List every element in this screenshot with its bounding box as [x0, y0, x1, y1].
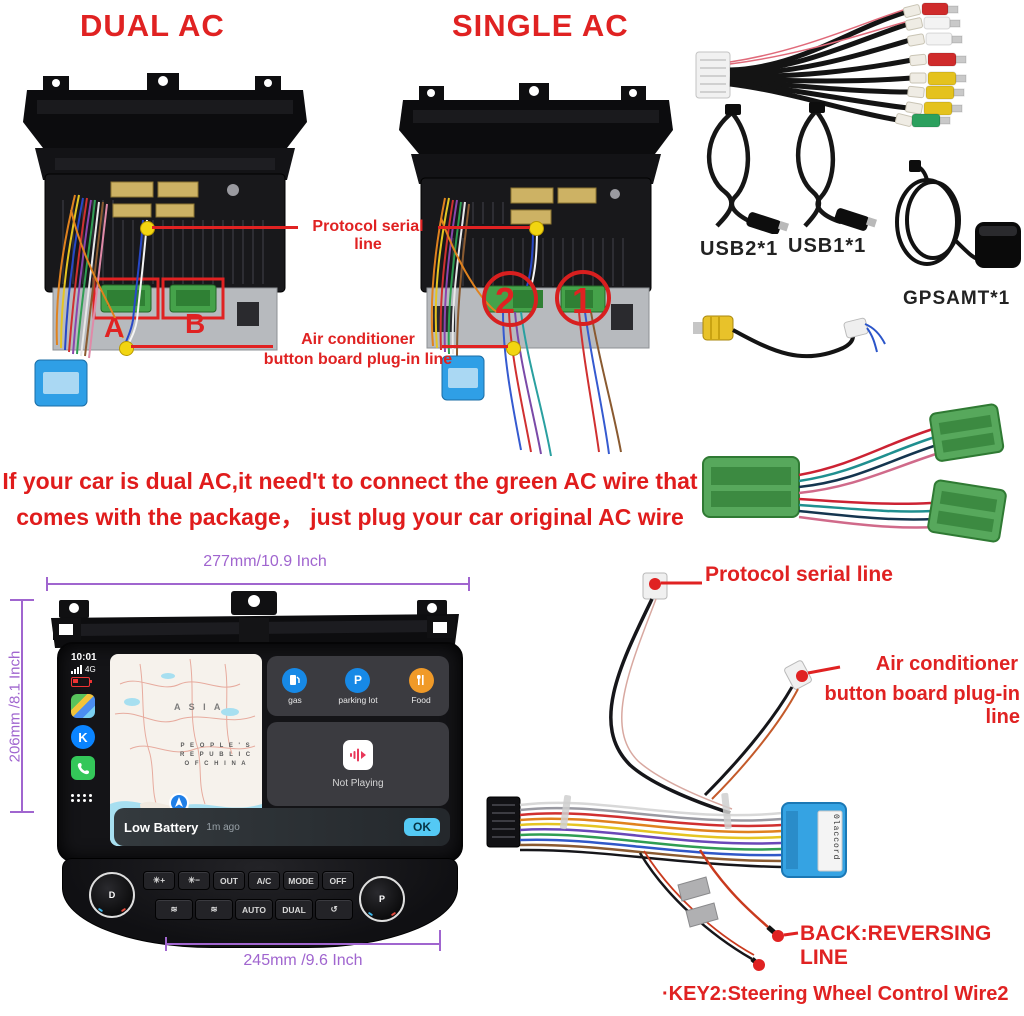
width-top-dimension-line	[46, 583, 470, 585]
single-ac-title: SINGLE AC	[452, 8, 629, 43]
low-battery-icon	[71, 677, 92, 687]
out-button: OUT	[213, 871, 245, 890]
dim-tick	[10, 599, 34, 601]
usb2-label: USB2*1	[700, 238, 779, 260]
head-unit-bracket-photo	[51, 591, 459, 648]
blue-connector-label: 0laccord	[831, 814, 840, 861]
usb1-label: USB1*1	[788, 235, 867, 257]
climate-panel-photo: D P ✳+ ✳− OUT A/C MODE OFF ≋ ≋ AUTO DUAL…	[62, 858, 458, 948]
height-left-dimension: 206mm /8.1 Inch	[6, 650, 24, 763]
food-icon	[408, 667, 434, 693]
single-ac-plug-dot	[506, 341, 521, 356]
screen-sidebar: 10:01 4G K	[71, 652, 104, 852]
ok-button: OK	[404, 818, 440, 836]
shortcut-parking: P parking lot	[338, 667, 378, 705]
mode-button: MODE	[283, 871, 319, 890]
usb-cables-photo	[706, 102, 877, 234]
protocol-callout-line-right	[438, 226, 530, 229]
ac-button: A/C	[248, 871, 280, 890]
dim-tick	[439, 930, 441, 951]
shortcut-gas: gas	[282, 667, 308, 705]
gps-label: GPSAMT*1	[903, 288, 1011, 309]
k-app-icon: K	[71, 725, 95, 749]
width-bottom-dimension: 245mm /9.6 Inch	[243, 952, 363, 969]
ac-callout-line-right	[442, 345, 508, 348]
key2-label: ·KEY2:Steering Wheel Control Wire2	[662, 983, 1009, 1005]
shortcut-food: Food	[408, 667, 434, 705]
parking-icon: P	[345, 667, 371, 693]
ac-callout-line2: button board plug-in line	[263, 351, 453, 368]
app-grid-icon	[71, 794, 104, 802]
map-country-label: P E O P L E ' S R E P U B L I C O F C H …	[180, 743, 253, 767]
map-shortcuts-card: gas P parking lot Food	[267, 656, 449, 716]
ac-label-right-line1: Air conditioner	[875, 653, 1018, 675]
left-knob: D	[89, 872, 135, 918]
right-knob: P	[359, 876, 405, 922]
music-app-icon	[343, 739, 373, 770]
protocol-callout-line-left	[152, 226, 298, 229]
connector-b-label: B	[185, 308, 206, 339]
dim-tick	[165, 937, 167, 951]
note-line1: If your car is dual AC,it need't to conn…	[2, 468, 698, 494]
recirculate-button: ↺	[315, 899, 353, 920]
network-label: 4G	[85, 665, 96, 674]
dual-button: DUAL	[275, 899, 313, 920]
green-ac-harness-photo	[702, 403, 1007, 543]
height-left-dimension-line	[21, 599, 23, 813]
ac-label-right-line2: button board plug-in line	[824, 683, 1021, 728]
off-button: OFF	[322, 871, 354, 890]
phone-app-icon	[71, 756, 95, 780]
signal-icon: 4G	[71, 665, 104, 674]
maps-app-icon	[71, 694, 95, 718]
media-status: Not Playing	[332, 777, 384, 789]
gas-icon	[282, 667, 308, 693]
low-battery-notification: Low Battery 1m ago OK	[114, 808, 450, 846]
circle-2-label: 2	[495, 280, 516, 321]
notification-time: 1m ago	[206, 821, 240, 833]
main-power-harness-photo	[486, 572, 847, 971]
back-reversing-label: BACK:REVERSING LINE	[800, 922, 992, 969]
protocol-serial-line-label-right: Protocol serial line	[705, 563, 893, 586]
protocol-serial-line-label: Protocol serial line	[312, 218, 424, 253]
screen-clock: 10:01	[71, 652, 97, 663]
circle-1-label: 1	[572, 280, 593, 321]
dual-ac-plug-dot	[119, 341, 134, 356]
fan-down-button: ✳−	[178, 871, 210, 890]
dim-tick	[10, 811, 34, 813]
gps-antenna-photo	[895, 160, 1021, 268]
rca-harness-photo	[695, 2, 967, 128]
dim-tick	[46, 577, 48, 591]
head-unit-screen-photo: 10:01 4G K	[57, 642, 463, 862]
dim-tick	[468, 577, 470, 591]
single-ac-unit-photo	[399, 83, 673, 457]
single-protocol-plug-dot	[529, 221, 544, 236]
notification-title: Low Battery	[124, 819, 199, 835]
defrost-front-button: ≋	[155, 899, 193, 920]
reverse-camera-adapter-photo	[693, 315, 886, 359]
dual-ac-title: DUAL AC	[80, 8, 225, 43]
auto-button: AUTO	[235, 899, 273, 920]
fan-up-button: ✳+	[143, 871, 175, 890]
defrost-rear-button: ≋	[195, 899, 233, 920]
width-top-dimension: 277mm/10.9 Inch	[203, 553, 327, 570]
ac-callout-line-left	[131, 345, 273, 348]
note-line2: comes with the package， just plug your c…	[16, 504, 684, 530]
width-bottom-dimension-line	[165, 943, 441, 945]
media-card: Not Playing	[267, 722, 449, 806]
map-region-label: A S I A	[174, 702, 224, 712]
dual-ac-unit-photo	[23, 73, 307, 407]
ac-callout-line1: Air conditioner	[301, 331, 415, 348]
connector-a-label: A	[104, 312, 125, 343]
